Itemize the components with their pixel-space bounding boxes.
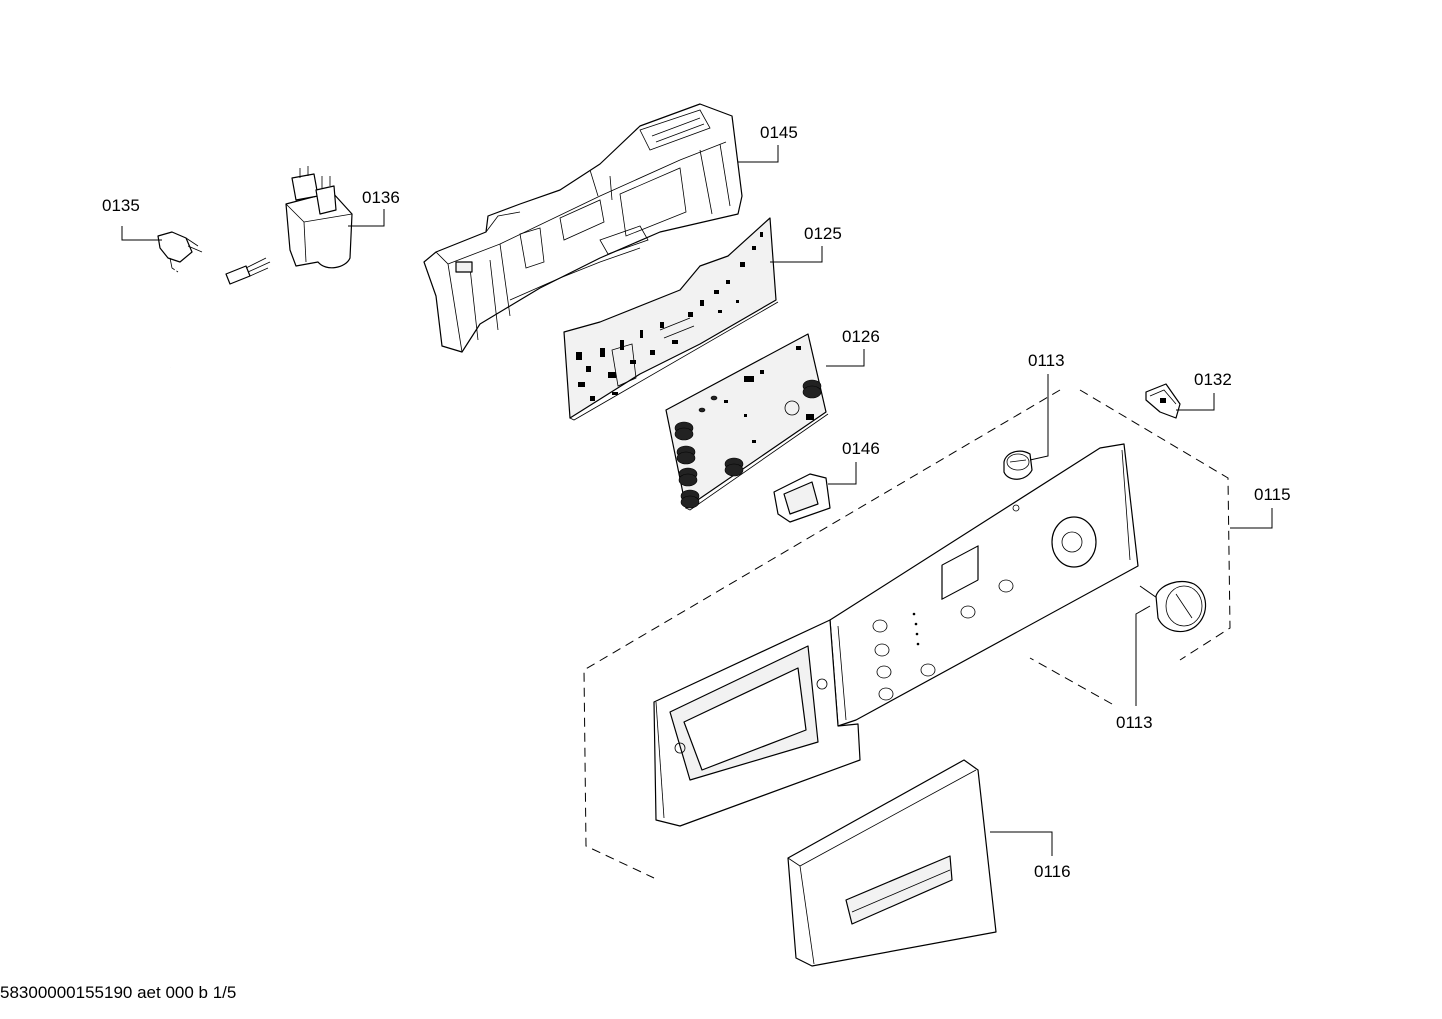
part-label-0116: 0116 (1034, 862, 1071, 881)
leader-0132 (1176, 393, 1215, 411)
part-label-0146: 0146 (842, 439, 880, 458)
part-label-0125: 0125 (804, 224, 842, 243)
leader-0146 (828, 462, 857, 485)
part-label-0145: 0145 (760, 123, 798, 142)
filter-capacitor-drawing (285, 166, 353, 269)
power-cord-drawing (157, 231, 271, 379)
panel-dashed-outline (583, 389, 1231, 879)
leader-0116 (990, 831, 1053, 856)
drawing-reference: 58300000155190 aet 000 b 1/5 (0, 983, 236, 1002)
part-label-0113-bottom: 0113 (1116, 713, 1153, 732)
leader-0135 (121, 226, 162, 241)
leader-0126 (826, 349, 865, 367)
leader-0115 (1230, 508, 1273, 529)
part-label-0126: 0126 (842, 327, 880, 346)
module-housing-drawing (423, 103, 743, 353)
leader-0113-top (1029, 374, 1049, 461)
leader-0136 (348, 209, 385, 227)
part-label-0113-top: 0113 (1028, 351, 1065, 370)
leader-0113-bottom (1135, 605, 1151, 706)
leader-0125 (770, 246, 823, 263)
leader-0145 (738, 145, 779, 163)
part-label-0135: 0135 (102, 196, 140, 215)
part-label-0115: 0115 (1254, 485, 1291, 504)
clip-drawing (1145, 383, 1181, 419)
part-label-0136: 0136 (362, 188, 400, 207)
power-board-drawing (563, 217, 779, 421)
control-board-drawing (665, 333, 829, 511)
dispenser-handle-drawing (787, 759, 997, 967)
display-lens-drawing (773, 473, 831, 523)
knob-top-drawing (1003, 450, 1033, 480)
control-panel-drawing (653, 443, 1139, 827)
knob-bottom-drawing (1139, 581, 1207, 633)
part-label-0132: 0132 (1194, 370, 1232, 389)
